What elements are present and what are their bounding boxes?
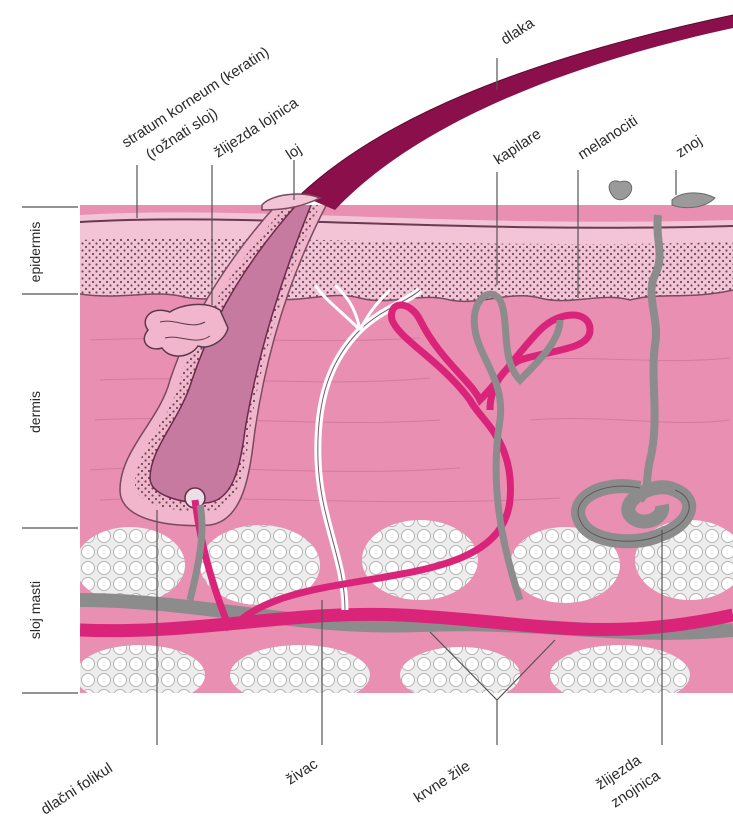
label-dlaka: dlaka: [498, 14, 538, 48]
label-zivac: živac: [283, 755, 321, 788]
label-znoj: znoj: [673, 132, 705, 161]
basal-dotted-layer: [80, 238, 733, 301]
layer-masti: sloj masti: [27, 581, 43, 639]
label-loj: loj: [283, 141, 305, 163]
sweat-drop-1: [609, 181, 632, 200]
layer-epidermis: epidermis: [27, 222, 43, 283]
hair-shaft: [300, 15, 733, 210]
label-krvne-zile: krvne žile: [411, 758, 473, 807]
label-dlacni-folikul: dlačni folikul: [38, 760, 116, 819]
label-kapilare: kapilare: [491, 125, 544, 168]
label-melanociti: melanociti: [575, 112, 641, 163]
layer-dermis: dermis: [27, 391, 43, 433]
